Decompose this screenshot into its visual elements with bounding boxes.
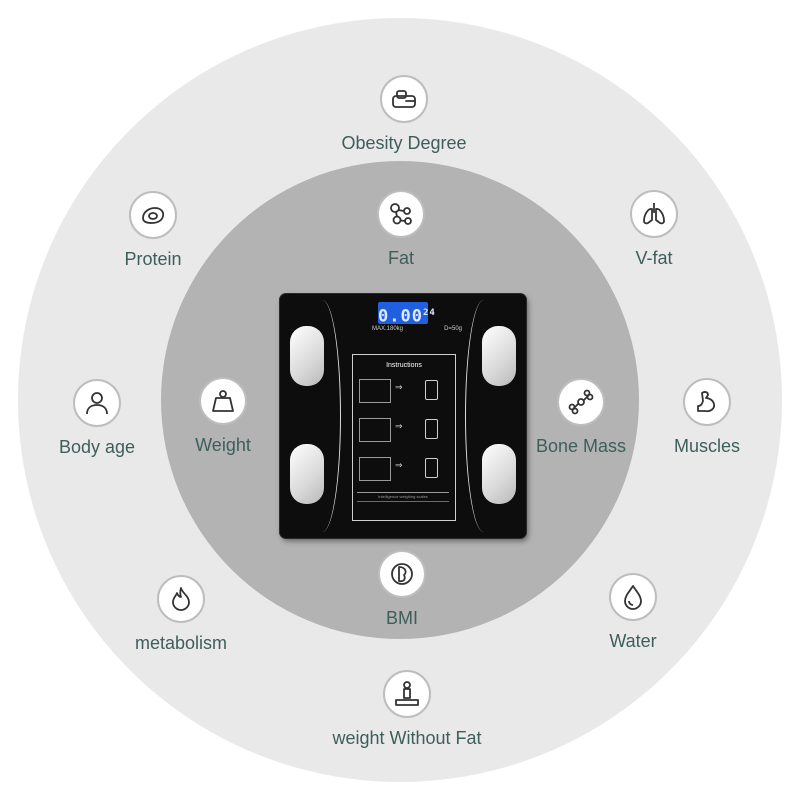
egg-icon <box>129 191 177 239</box>
display-suffix: 24 <box>422 308 436 318</box>
electrode-pad-bottom-right <box>482 444 516 504</box>
feature-muscles: Muscles <box>607 378 800 457</box>
arrow-icon: ⇒ <box>395 421 403 431</box>
phone-icon <box>425 458 438 478</box>
feature-fat: Fat <box>301 190 501 269</box>
bmi-icon <box>378 550 426 598</box>
feature-label: weight Without Fat <box>332 728 482 748</box>
person-icon <box>73 379 121 427</box>
feature-obesity-degree: Obesity Degree <box>304 75 504 154</box>
table-rows <box>357 501 449 514</box>
weight-icon <box>199 377 247 425</box>
scale-curve-left <box>310 300 341 532</box>
scale-specs: MAX.180kg D=50g <box>372 326 462 332</box>
smart-scale: 0.0024 MAX.180kg D=50g Instructions ⇒ ⇒ … <box>280 294 526 538</box>
bone-icon <box>557 378 605 426</box>
electrode-pad-top-right <box>482 326 516 386</box>
instruction-step-3 <box>359 457 391 481</box>
feature-weight: Weight <box>123 377 323 456</box>
feature-label: Water <box>609 631 657 651</box>
instructions-panel: Instructions ⇒ ⇒ ⇒ Intelligence weighing… <box>352 354 456 521</box>
droplet-icon <box>609 573 657 621</box>
feature-protein: Protein <box>53 191 253 270</box>
feature-bone-mass: Bone Mass <box>481 378 681 457</box>
feature-label: Protein <box>124 249 182 269</box>
electrode-pad-top-left <box>290 326 324 386</box>
scale-icon <box>380 75 428 123</box>
scale-curve-right <box>465 300 496 532</box>
feature-body-age: Body age <box>0 379 197 458</box>
podium-person-icon <box>383 670 431 718</box>
arrow-icon: ⇒ <box>395 460 403 470</box>
feature-label: V-fat <box>635 248 673 268</box>
instructions-title: Instructions <box>386 362 422 369</box>
division-label: D=50g <box>444 326 462 332</box>
lungs-icon <box>630 190 678 238</box>
max-capacity-label: MAX.180kg <box>372 326 404 332</box>
flexed-arm-icon <box>683 378 731 426</box>
molecule-icon <box>377 190 425 238</box>
feature-label: Weight <box>195 435 251 455</box>
feature-v-fat: V-fat <box>554 190 754 269</box>
feature-bmi: BMI <box>302 550 502 629</box>
feature-label: Fat <box>387 248 414 268</box>
feature-label: Muscles <box>673 436 740 456</box>
phone-icon <box>425 419 438 439</box>
instructions-table: Intelligence weighing scales <box>357 492 449 514</box>
flame-icon <box>157 575 205 623</box>
table-title: Intelligence weighing scales <box>378 494 428 499</box>
feature-metabolism: metabolism <box>81 575 281 654</box>
lcd-display: 0.0024 <box>378 302 435 327</box>
instruction-step-2 <box>359 418 391 442</box>
feature-label: metabolism <box>134 633 228 653</box>
feature-label: Obesity Degree <box>341 133 467 153</box>
display-value: 0.00 <box>378 306 423 327</box>
feature-label: Bone Mass <box>535 436 627 456</box>
feature-weight-without-fat: weight Without Fat <box>307 670 507 749</box>
feature-label: BMI <box>385 608 418 628</box>
feature-label: Body age <box>58 437 136 457</box>
electrode-pad-bottom-left <box>290 444 324 504</box>
phone-icon <box>425 380 438 400</box>
instruction-step-1 <box>359 379 391 403</box>
feature-water: Water <box>533 573 733 652</box>
arrow-icon: ⇒ <box>395 382 403 392</box>
